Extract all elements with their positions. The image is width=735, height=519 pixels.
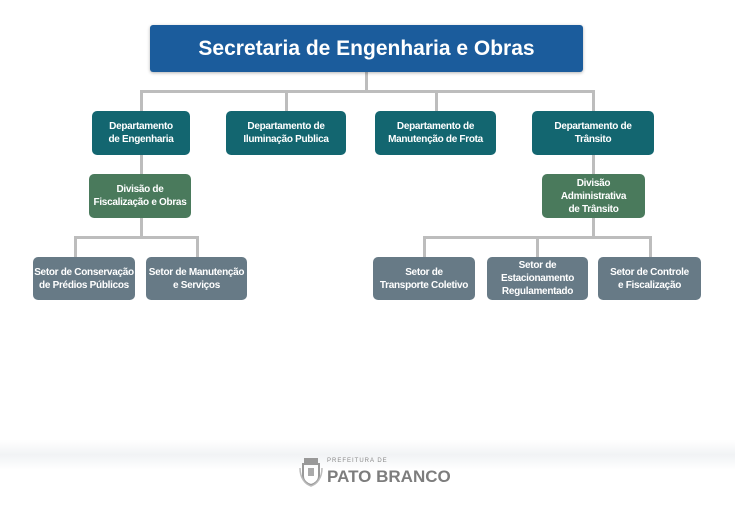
connector (285, 90, 288, 111)
division-administrativa-transito: Divisão Administrativa de Trânsito (542, 174, 645, 218)
connector (140, 90, 595, 93)
sector-manutencao: Setor de Manutenção e Serviços (146, 257, 247, 300)
connector (649, 236, 652, 257)
sector-transporte: Setor de Transporte Coletivo (373, 257, 475, 300)
coat-of-arms-icon (299, 458, 323, 487)
sector-controle: Setor de Controle e Fiscalização (598, 257, 701, 300)
division-fiscalizacao: Divisão de Fiscalização e Obras (89, 174, 191, 218)
logo-small-text: PREFEITURA DE (327, 458, 388, 464)
department-frota: Departamento de Manutenção de Frota (375, 111, 496, 155)
department-iluminacao: Departamento de Iluminação Publica (226, 111, 346, 155)
connector (435, 90, 438, 111)
connector (423, 236, 426, 257)
connector (74, 236, 77, 257)
connector (365, 72, 368, 92)
department-engenharia: Departamento de Engenharia (92, 111, 190, 155)
prefeitura-logo: PREFEITURA DE PATO BRANCO (299, 456, 451, 488)
connector (74, 236, 199, 239)
connector (592, 90, 595, 111)
connector (592, 155, 595, 175)
secretaria-title: Secretaria de Engenharia e Obras (150, 25, 583, 72)
connector (140, 155, 143, 175)
department-transito: Departamento de Trânsito (532, 111, 654, 155)
connector (140, 218, 143, 239)
connector (140, 90, 143, 111)
connector (536, 236, 539, 257)
connector (196, 236, 199, 257)
sector-estacionamento: Setor de Estacionamento Regulamentado (487, 257, 588, 300)
sector-conservacao: Setor de Conservação de Prédios Públicos (33, 257, 135, 300)
connector (592, 218, 595, 239)
logo-big-text: PATO BRANCO (327, 467, 451, 486)
footer-band (0, 440, 735, 470)
